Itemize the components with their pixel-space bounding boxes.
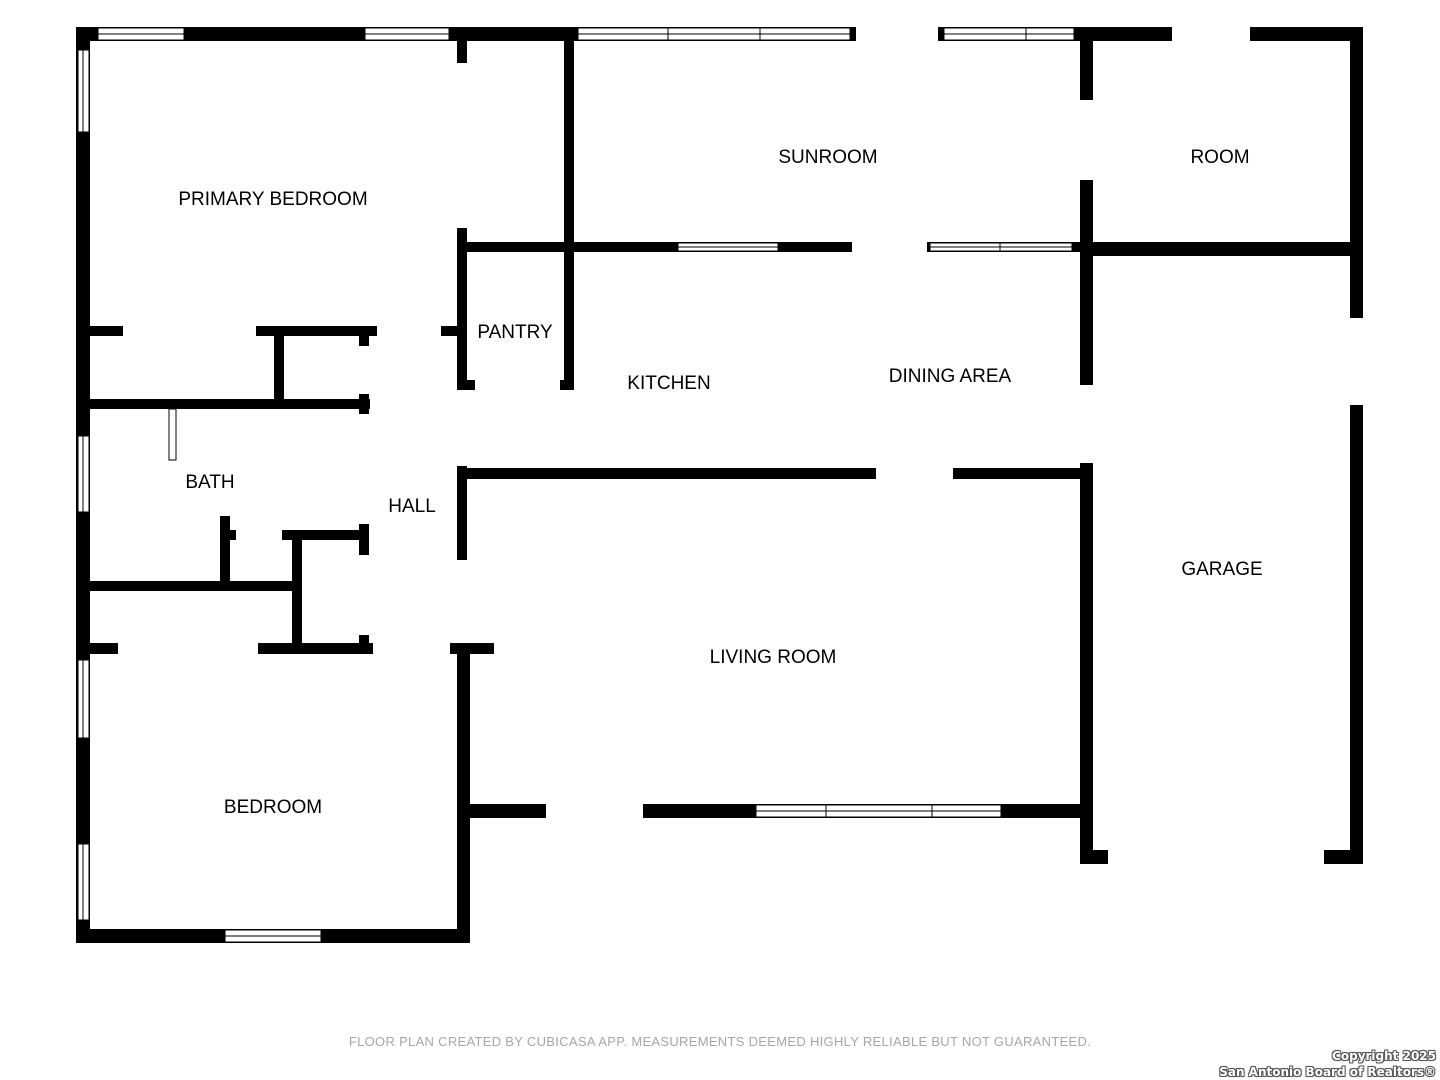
room-label-sunroom: SUNROOM (778, 147, 877, 168)
door-openings (118, 26, 1364, 865)
copyright-line-1: Copyright 2025 (1332, 1049, 1436, 1063)
copyright-line-2: San Antonio Board of Realtors® (1219, 1065, 1436, 1079)
room-labels: PRIMARY BEDROOM SUNROOM ROOM PANTRY KITC… (178, 147, 1262, 818)
room-label-dining-area: DINING AREA (889, 366, 1012, 387)
room-label-bedroom: BEDROOM (224, 797, 322, 818)
room-label-kitchen: KITCHEN (627, 373, 710, 394)
room-label-pantry: PANTRY (477, 322, 553, 343)
room-label-bath: BATH (185, 472, 234, 493)
room-label-living-room: LIVING ROOM (710, 647, 837, 668)
room-label-room: ROOM (1190, 147, 1249, 168)
windows (77, 27, 1075, 943)
room-label-hall: HALL (388, 496, 436, 517)
room-label-garage: GARAGE (1181, 559, 1262, 580)
floor-plan-disclaimer: FLOOR PLAN CREATED BY CUBICASA APP. MEAS… (348, 1034, 1092, 1049)
room-label-primary-bedroom: PRIMARY BEDROOM (178, 189, 367, 210)
copyright-watermark: Copyright 2025 San Antonio Board of Real… (1219, 1048, 1436, 1080)
